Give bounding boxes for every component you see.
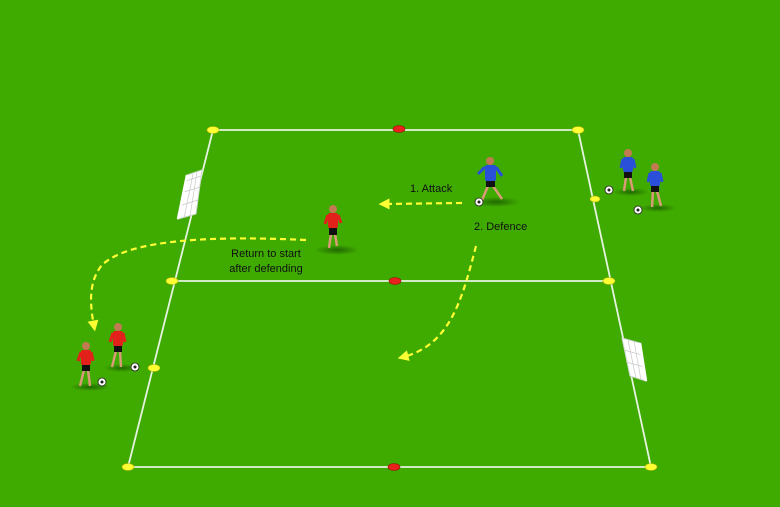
soccer-ball-icon xyxy=(474,197,484,207)
red-cone xyxy=(388,277,402,285)
red-defender-player xyxy=(315,205,359,255)
blue-attacker-player xyxy=(472,157,520,207)
labels: 1. Attack 2. Defence Return to start aft… xyxy=(229,183,527,275)
return-label-line2: after defending xyxy=(229,263,302,275)
right-goal xyxy=(621,337,648,382)
defence-label: 2. Defence xyxy=(474,221,527,233)
yellow-cone xyxy=(589,195,601,203)
blue-waiting-player xyxy=(640,163,676,212)
cones xyxy=(121,125,658,471)
yellow-cone xyxy=(147,364,161,372)
players xyxy=(70,149,676,391)
soccer-ball-icon xyxy=(97,377,107,387)
blue-waiting-player xyxy=(613,149,649,196)
return-arrow xyxy=(87,237,307,332)
red-cone xyxy=(392,125,406,133)
red-cone xyxy=(387,463,401,471)
movement-arrows xyxy=(87,198,478,361)
soccer-ball-icon xyxy=(604,185,614,195)
soccer-ball-icon xyxy=(130,362,140,372)
soccer-ball-icon xyxy=(633,205,643,215)
attack-arrow xyxy=(378,198,463,210)
yellow-cone xyxy=(571,126,585,134)
yellow-cone xyxy=(602,277,616,285)
defence-arrow xyxy=(397,245,478,361)
left-goal xyxy=(176,169,203,220)
attack-label: 1. Attack xyxy=(410,183,453,195)
return-label-line1: Return to start xyxy=(231,248,301,260)
yellow-cone xyxy=(644,463,658,471)
yellow-cone xyxy=(121,463,135,471)
yellow-cone xyxy=(165,277,179,285)
yellow-cone xyxy=(206,126,220,134)
